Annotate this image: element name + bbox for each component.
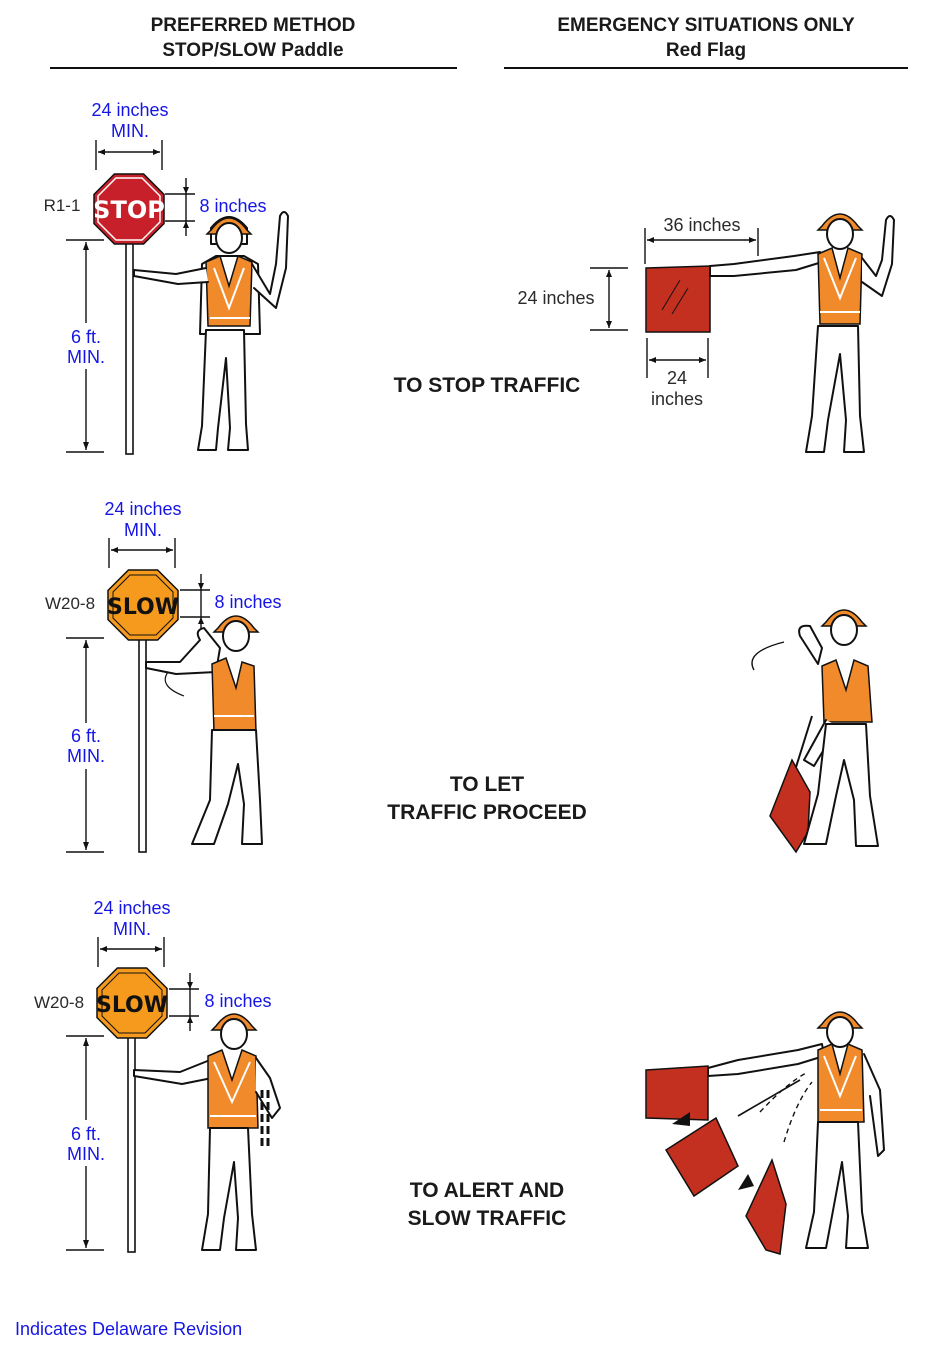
header-left-line2: STOP/SLOW Paddle xyxy=(162,40,343,61)
paddle-pole xyxy=(127,1031,136,1253)
red-flag xyxy=(645,265,711,333)
header-right-line2: Red Flag xyxy=(666,40,746,61)
flagger-paddle-stop xyxy=(133,211,289,451)
footer-note: Indicates Delaware Revision xyxy=(15,1319,242,1339)
paddle-width-dimension xyxy=(97,937,165,967)
paddle-width-dimension xyxy=(108,538,176,568)
header-right: EMERGENCY SITUATIONS ONLY Red Flag xyxy=(504,15,908,69)
pole-height-label: 6 ft. xyxy=(71,726,101,746)
pole-height-min-label: MIN. xyxy=(67,347,105,367)
red-flag xyxy=(645,1065,709,1121)
paddle-width-label: 24 inches xyxy=(104,499,181,519)
slow-sign-text: SLOW xyxy=(107,595,179,620)
header-left-line1: PREFERRED METHOD xyxy=(151,15,356,36)
header-left: PREFERRED METHOD STOP/SLOW Paddle xyxy=(50,15,457,69)
caption-proceed-line1: TO LET xyxy=(450,773,524,796)
flagger-flag-proceed xyxy=(751,609,879,854)
paddle-pole xyxy=(138,633,147,853)
letter-height-label: 8 inches xyxy=(214,592,281,612)
caption-alert-line1: TO ALERT AND xyxy=(410,1179,564,1202)
paddle-width-min-label: MIN. xyxy=(124,520,162,540)
flag-cloth-unit-label: inches xyxy=(651,389,703,409)
letter-height-label: 8 inches xyxy=(199,196,266,216)
pole-height-min-label: MIN. xyxy=(67,1144,105,1164)
stop-sign-text: STOP xyxy=(93,196,165,224)
flag-height-dimension xyxy=(590,267,628,331)
paddle-width-label: 24 inches xyxy=(93,898,170,918)
pole-height-label: 6 ft. xyxy=(71,327,101,347)
flag-height-label: 24 inches xyxy=(517,288,594,308)
row-alert: 24 inches MIN. W20-8 SLOW 8 inches 6 ft.… xyxy=(34,898,885,1255)
letter-height-label: 8 inches xyxy=(204,991,271,1011)
red-flag xyxy=(664,1116,739,1198)
paddle-width-min-label: MIN. xyxy=(113,919,151,939)
red-flag xyxy=(769,758,811,854)
slow-sign xyxy=(107,569,179,641)
flag-width-label: 36 inches xyxy=(663,215,740,235)
caption-stop-line1: TO STOP TRAFFIC xyxy=(394,374,581,397)
row-proceed: 24 inches MIN. W20-8 SLOW 8 inches 6 ft.… xyxy=(45,499,879,854)
row-stop: 24 inches MIN. R1-1 STOP 8 inches xyxy=(44,100,895,455)
stop-sign xyxy=(93,173,165,245)
paddle-pole xyxy=(125,237,134,455)
slow-sign xyxy=(96,967,168,1039)
paddle-width-label: 24 inches xyxy=(91,100,168,120)
flagger-paddle-proceed xyxy=(145,615,263,845)
letter-height-dimension xyxy=(180,574,210,632)
pole-height-min-label: MIN. xyxy=(67,746,105,766)
flagger-flag-alert xyxy=(645,1011,885,1255)
caption-proceed-line2: TRAFFIC PROCEED xyxy=(387,801,587,824)
header-right-line1: EMERGENCY SITUATIONS ONLY xyxy=(557,15,855,36)
flag-cloth-label: 24 xyxy=(667,368,687,388)
sign-code-label: W20-8 xyxy=(34,993,84,1012)
sign-code-label: W20-8 xyxy=(45,594,95,613)
caption-alert-line2: SLOW TRAFFIC xyxy=(408,1207,567,1230)
red-flag xyxy=(745,1157,787,1255)
letter-height-dimension xyxy=(165,178,195,236)
paddle-width-min-label: MIN. xyxy=(111,121,149,141)
letter-height-dimension xyxy=(169,973,199,1031)
sign-code-label: R1-1 xyxy=(44,196,81,215)
paddle-width-dimension xyxy=(95,140,163,170)
flag-width-dimension xyxy=(644,228,759,264)
slow-sign-text: SLOW xyxy=(96,993,168,1018)
flag-cloth-dimension xyxy=(646,338,709,378)
flagger-flag-stop xyxy=(709,213,895,453)
pole-height-label: 6 ft. xyxy=(71,1124,101,1144)
flagger-paddle-alert xyxy=(133,1013,281,1251)
